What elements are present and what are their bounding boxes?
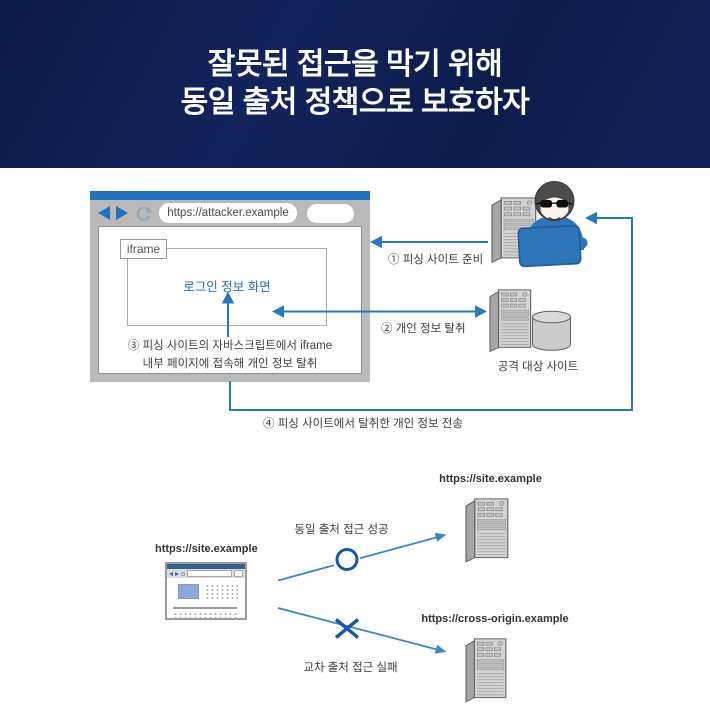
sunglasses-icon <box>535 200 573 208</box>
sop-browser-label: https://site.example <box>155 543 258 555</box>
page-text-placeholder <box>205 584 238 601</box>
iframe-label-box: iframe <box>120 239 167 259</box>
database-icon <box>532 310 571 351</box>
refresh-icon <box>136 206 153 221</box>
mini-browser-content <box>167 578 245 620</box>
fail-x-icon <box>334 618 360 639</box>
title-line-2: 동일 출처 정책으로 보호하자 <box>180 86 530 119</box>
sop-browser-window <box>165 562 247 620</box>
success-circle-icon <box>335 548 359 571</box>
phishing-server-icon <box>491 197 537 263</box>
forward-icon <box>116 206 128 220</box>
page-text-placeholder-2 <box>173 612 237 620</box>
cross-origin-label: 교차 출처 접근 실패 <box>303 662 398 674</box>
page-divider <box>173 607 237 609</box>
page-image-placeholder <box>178 584 199 599</box>
mini-url-bar <box>187 570 232 577</box>
mini-menu-box <box>234 570 243 577</box>
arrow-step1 <box>370 235 488 249</box>
browser-toolbar: https://attacker.example <box>90 200 370 226</box>
attacker-browser-window: https://attacker.example iframe 로그인 정보 화… <box>90 191 370 382</box>
search-pill <box>307 203 354 223</box>
title-line-1: 잘못된 접근을 막기 위해 <box>207 48 503 81</box>
step2-label: ② 개인 정보 탈취 <box>381 323 466 335</box>
mini-forward-icon <box>175 571 179 576</box>
header-banner: 잘못된 접근을 막기 위해 동일 출처 정책으로 보호하자 <box>0 0 710 168</box>
same-origin-server-label: https://site.example <box>439 473 542 485</box>
cross-origin-server-icon <box>465 638 507 703</box>
url-bar: https://attacker.example <box>159 203 297 223</box>
page-title: 잘못된 접근을 막기 위해 동일 출처 정책으로 보호하자 <box>181 46 530 122</box>
target-server-icon <box>489 289 571 353</box>
step4-label: ④ 피싱 사이트에서 탈취한 개인 정보 전송 <box>263 418 463 430</box>
back-icon <box>98 206 110 220</box>
arrow-same-origin <box>277 532 447 582</box>
mini-browser-titlebar <box>167 564 245 569</box>
mini-refresh-icon <box>181 571 185 576</box>
step3-caption: ③ 피싱 사이트의 자바스크립트에서 iframe 내부 페이지에 접속해 개인… <box>104 338 356 373</box>
laptop-icon <box>517 224 582 268</box>
step3-line-2: 내부 페이지에 접속해 개인 정보 탈취 <box>142 357 318 370</box>
attacker-icon <box>517 181 588 268</box>
same-origin-label: 동일 출처 접근 성공 <box>294 524 389 536</box>
login-screen-text: 로그인 정보 화면 <box>183 280 271 294</box>
browser-titlebar <box>90 191 370 200</box>
mini-back-icon <box>169 571 173 576</box>
browser-content: iframe 로그인 정보 화면 ③ 피싱 사이트의 자바스크립트에서 ifra… <box>98 226 362 374</box>
target-server-label: 공격 대상 사이트 <box>497 361 579 373</box>
cross-origin-server-label: https://cross-origin.example <box>421 613 569 625</box>
same-origin-server-icon <box>465 498 509 563</box>
mini-browser-toolbar <box>167 569 245 578</box>
step1-label: ① 피싱 사이트 준비 <box>388 254 484 266</box>
iframe-area: 로그인 정보 화면 <box>127 248 327 326</box>
url-text: https://attacker.example <box>167 207 289 219</box>
step3-line-1: ③ 피싱 사이트의 자바스크립트에서 iframe <box>127 340 333 352</box>
